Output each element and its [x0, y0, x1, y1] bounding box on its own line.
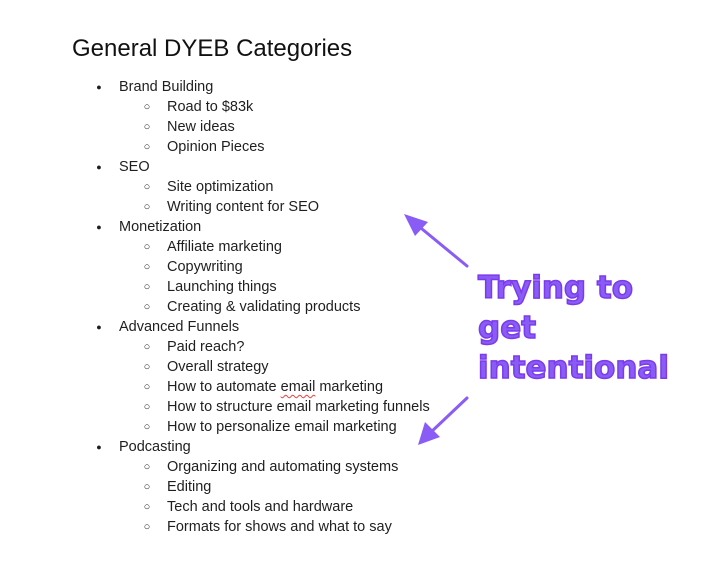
- document-title: General DYEB Categories: [72, 35, 353, 62]
- subcategory-label: How to structure email marketing funnels: [167, 399, 430, 415]
- handwritten-annotation: Trying to get intentional: [477, 268, 693, 388]
- subcategory-label: How to automate email marketing: [167, 377, 383, 397]
- category-label: Advanced Funnels: [119, 319, 240, 335]
- hollow-bullet-icon: ○: [143, 121, 151, 133]
- hollow-bullet-icon: ○: [143, 501, 151, 513]
- subcategory-label: Creating & validating products: [167, 299, 361, 315]
- hollow-bullet-icon: ○: [143, 461, 151, 473]
- label-part: How to automate: [167, 379, 281, 395]
- hollow-bullet-icon: ○: [143, 361, 151, 373]
- subcategory-label: Site optimization: [167, 179, 274, 195]
- hollow-bullet-icon: ○: [143, 421, 151, 433]
- label-part: marketing: [315, 379, 384, 395]
- hollow-bullet-icon: ○: [143, 201, 151, 213]
- hollow-bullet-icon: ○: [143, 341, 151, 353]
- subcategory-label: How to personalize email marketing: [167, 419, 397, 435]
- subcategory-label: Writing content for SEO: [167, 199, 320, 215]
- annotation-line: get: [477, 309, 537, 347]
- filled-bullet-icon: ●: [96, 222, 102, 232]
- subcategory-label: Organizing and automating systems: [167, 459, 399, 475]
- hollow-bullet-icon: ○: [143, 521, 151, 533]
- spellcheck-flagged-word[interactable]: email: [280, 379, 316, 395]
- subcategory-label: Copywriting: [167, 259, 243, 275]
- subcategory-label: Opinion Pieces: [167, 139, 265, 155]
- arrow-down-left-icon: [418, 396, 469, 445]
- hollow-bullet-icon: ○: [143, 261, 151, 273]
- subcategory-label: Overall strategy: [167, 359, 269, 375]
- filled-bullet-icon: ●: [96, 162, 102, 172]
- subcategory-label: Paid reach?: [167, 339, 245, 355]
- subcategory-label: Tech and tools and hardware: [167, 499, 354, 515]
- hollow-bullet-icon: ○: [143, 381, 151, 393]
- hollow-bullet-icon: ○: [143, 101, 151, 113]
- annotation-line: Trying to: [477, 269, 634, 307]
- subcategory-label: Launching things: [167, 279, 277, 295]
- subcategory-label: Affiliate marketing: [167, 239, 282, 255]
- hollow-bullet-icon: ○: [143, 141, 151, 153]
- hollow-bullet-icon: ○: [143, 481, 151, 493]
- subcategory-label: New ideas: [167, 119, 235, 135]
- hollow-bullet-icon: ○: [143, 181, 151, 193]
- subcategory-label: Road to $83k: [167, 99, 254, 115]
- hollow-bullet-icon: ○: [143, 241, 151, 253]
- subcategory-label: Formats for shows and what to say: [167, 519, 392, 535]
- filled-bullet-icon: ●: [96, 442, 102, 452]
- arrow-up-left-icon: [404, 214, 469, 268]
- filled-bullet-icon: ●: [96, 322, 102, 332]
- hollow-bullet-icon: ○: [143, 281, 151, 293]
- category-label: Monetization: [119, 219, 202, 235]
- category-label: Podcasting: [119, 439, 191, 455]
- hollow-bullet-icon: ○: [143, 401, 151, 413]
- category-label: Brand Building: [119, 79, 214, 95]
- filled-bullet-icon: ●: [96, 82, 102, 92]
- hollow-bullet-icon: ○: [143, 301, 151, 313]
- subcategory-label: Editing: [167, 479, 212, 495]
- category-label: SEO: [119, 159, 150, 175]
- annotation-line: intentional: [477, 349, 669, 387]
